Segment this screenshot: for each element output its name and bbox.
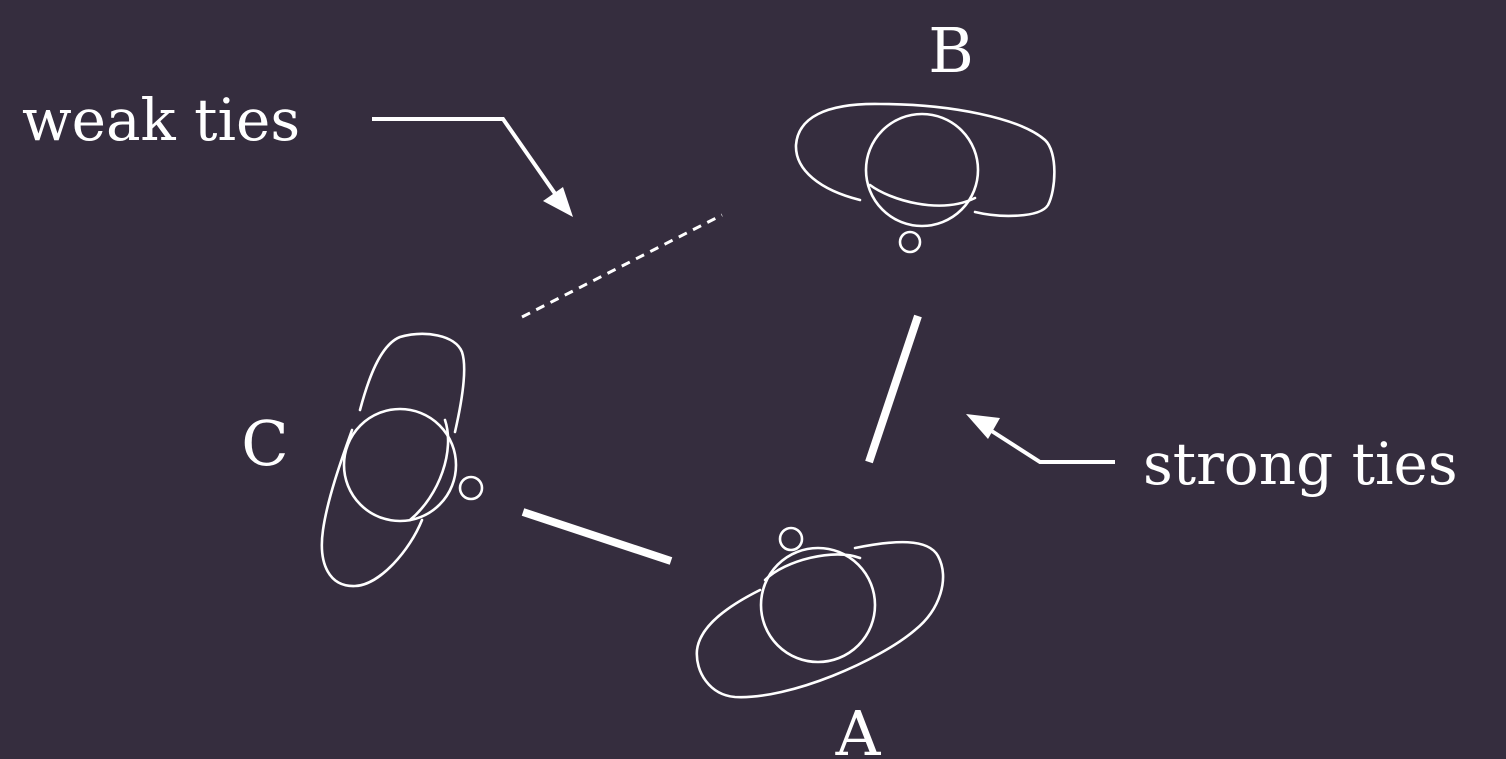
weak-ties-arrowhead — [543, 187, 573, 217]
strong-tie-a-c — [521, 508, 673, 565]
person-b-face-line — [868, 183, 977, 207]
weak-tie-b-c — [521, 213, 723, 319]
person-c-figure — [320, 332, 484, 588]
node-label-a: A — [835, 697, 882, 759]
strong-ties-arrowhead — [966, 414, 1000, 439]
weak-ties-pointer — [372, 117, 573, 217]
person-c-head — [342, 407, 458, 523]
person-c-face-line — [408, 418, 450, 522]
person-b-nose — [898, 230, 922, 254]
weak-ties-label: weak ties — [22, 86, 300, 154]
strong-ties-pointer — [966, 414, 1115, 464]
person-a-nose — [778, 526, 804, 552]
person-b-figure — [794, 102, 1056, 254]
person-b-shoulders — [794, 102, 1056, 218]
person-c-nose — [458, 475, 484, 501]
node-label-b: B — [928, 14, 974, 87]
weak-ties-pointer-line — [372, 117, 558, 197]
strong-ties-label: strong ties — [1143, 430, 1458, 498]
node-label-c: C — [241, 407, 288, 480]
person-a-head — [759, 546, 877, 664]
strong-ties-pointer-line — [985, 426, 1115, 464]
person-a-shoulders — [695, 540, 945, 699]
person-a-figure — [695, 526, 945, 699]
strong-tie-a-b — [865, 314, 922, 464]
person-b-head — [864, 112, 980, 228]
person-a-face-line — [763, 553, 862, 582]
person-c-shoulders — [320, 332, 466, 588]
